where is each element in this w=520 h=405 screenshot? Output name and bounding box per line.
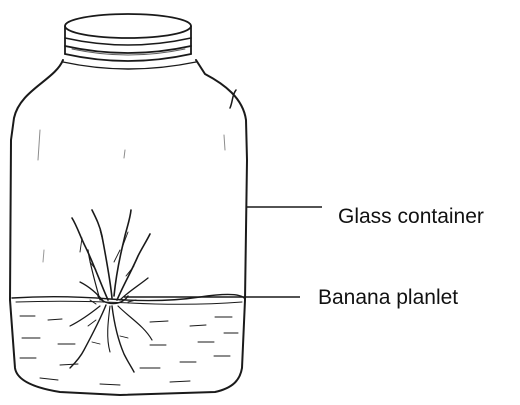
banana-planlet-label: Banana planlet — [318, 286, 458, 310]
glass-container-label: Glass container — [338, 205, 484, 229]
jar-lid — [65, 14, 191, 61]
culture-medium — [12, 294, 245, 385]
banana-planlet — [70, 210, 152, 372]
jar-body — [10, 60, 247, 395]
